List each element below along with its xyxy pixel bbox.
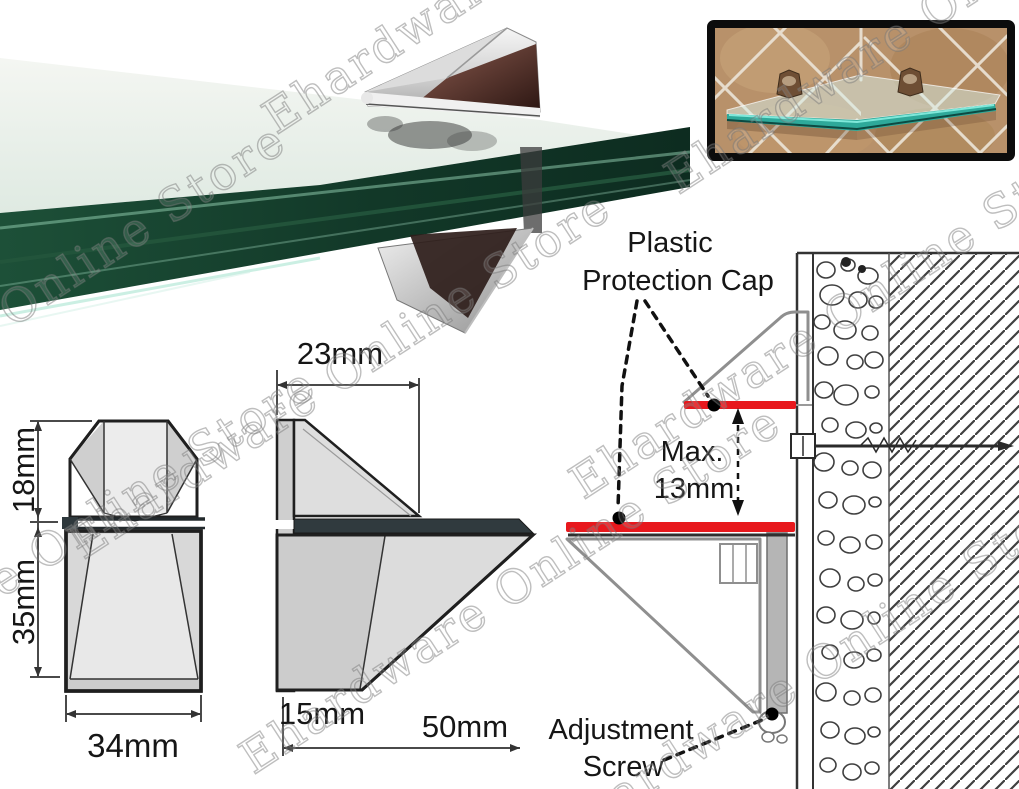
rubble-dark-spot bbox=[841, 257, 851, 267]
tile-shade bbox=[720, 28, 830, 93]
leader-dot-upper-cap bbox=[707, 398, 721, 412]
corner-bracket-left bbox=[776, 69, 803, 99]
front-view-slot bbox=[62, 517, 205, 530]
chrome-reflection bbox=[367, 116, 403, 132]
front-view-width-dimension bbox=[65, 695, 202, 722]
front-view-width-label: 34mm bbox=[87, 727, 179, 764]
main-photo-drawing bbox=[0, 27, 691, 334]
shelf-shadow bbox=[857, 111, 996, 140]
side-view-shelf-slot bbox=[293, 518, 535, 534]
rubble-texture bbox=[813, 258, 884, 781]
front-view-body-height-label: 35mm bbox=[6, 559, 41, 645]
rubble-dark-spot bbox=[858, 265, 866, 273]
side-view-base-width-label: 15mm bbox=[279, 696, 365, 731]
glass-edge-dark-line bbox=[726, 108, 997, 131]
max-gap-label-line1: Max. bbox=[661, 436, 724, 468]
front-view-top-height-label: 18mm bbox=[6, 427, 41, 513]
shelf-shadow bbox=[727, 121, 857, 140]
side-view-depth-dimension bbox=[276, 370, 420, 513]
installation-diagram: Plastic Protection Cap Max. 13mm Adjustm… bbox=[548, 227, 1019, 789]
front-view-height-dimensions bbox=[30, 420, 92, 678]
side-view-total-depth-dimension bbox=[282, 697, 520, 756]
leader-line-upper-cap bbox=[643, 299, 710, 398]
wall-hatch bbox=[889, 253, 1019, 789]
max-gap-arrow bbox=[732, 408, 744, 516]
leader-dot-lower-cap bbox=[612, 511, 626, 525]
side-view-depth-label: 23mm bbox=[297, 336, 383, 371]
chrome-reflection bbox=[388, 121, 472, 149]
wall-anchor-screw bbox=[790, 433, 1014, 459]
glass-edge-band bbox=[0, 127, 690, 310]
side-view-drawing: 23mm 15mm 50mm bbox=[274, 336, 537, 756]
main-product-photo bbox=[0, 0, 691, 340]
upper-bracket-outline bbox=[682, 310, 810, 405]
glass-edge-highlight bbox=[728, 104, 995, 124]
mounting-plate bbox=[766, 532, 788, 714]
glass-streak bbox=[0, 168, 691, 264]
chrome-support-wedge bbox=[377, 227, 535, 334]
cap-label-line1: Plastic bbox=[627, 227, 712, 259]
glass-streak bbox=[0, 150, 691, 230]
lower-bracket bbox=[565, 532, 788, 744]
max-gap-label-line2: 13mm bbox=[654, 473, 735, 505]
screw-label-line1: Adjustment bbox=[548, 714, 693, 746]
screw-label-line2: Screw bbox=[583, 751, 665, 783]
wall-section bbox=[795, 251, 1019, 789]
protection-cap-upper bbox=[684, 401, 796, 409]
corner-bracket-right bbox=[897, 67, 924, 97]
bracket-back-strip bbox=[520, 147, 542, 233]
corner-photo-drawing bbox=[715, 28, 1007, 153]
leader-line-lower-cap bbox=[616, 299, 639, 510]
glass-underside-highlight bbox=[0, 256, 321, 318]
chrome-reflection bbox=[447, 131, 497, 151]
corner-shelf-photo bbox=[707, 20, 1015, 161]
glass-shelf-top bbox=[0, 58, 690, 213]
glass-streak bbox=[0, 179, 691, 287]
chrome-clamp-top bbox=[361, 27, 541, 118]
side-view-total-depth-label: 50mm bbox=[422, 709, 508, 744]
protection-cap-lower bbox=[566, 522, 795, 532]
leader-line-screw bbox=[662, 718, 764, 762]
cap-label-line2: Protection Cap bbox=[582, 265, 774, 297]
leader-dot-screw bbox=[765, 707, 779, 721]
front-view-drawing: 18mm 35mm 34mm bbox=[6, 419, 205, 764]
glass-underside-highlight bbox=[0, 271, 251, 327]
